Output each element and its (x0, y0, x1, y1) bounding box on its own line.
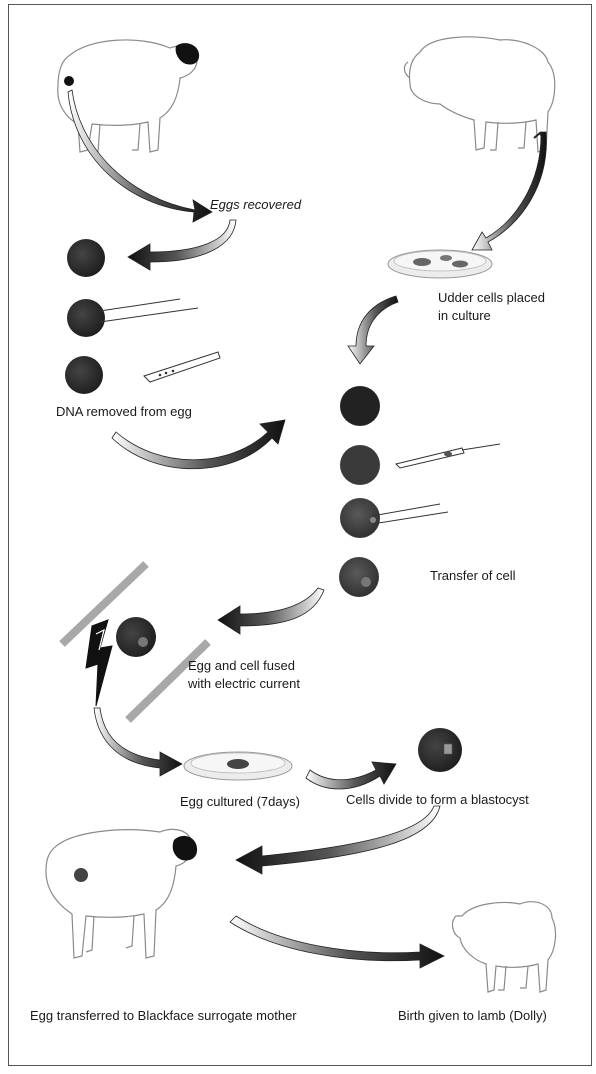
arrow-to-lamb (230, 916, 444, 968)
blackface-sheep-donor (58, 40, 197, 153)
label-birth-dolly: Birth given to lamb (Dolly) (398, 1008, 547, 1024)
label-eggs-recovered: Eggs recovered (210, 197, 301, 213)
arrow-to-blastocyst (306, 762, 396, 789)
finn-dorset-sheep-donor (404, 37, 554, 152)
egg-cell-pipette (67, 299, 105, 337)
arrow-to-egg (128, 220, 236, 270)
label-egg-cultured: Egg cultured (7days) (180, 794, 300, 810)
egg-with-transferred-cell (339, 557, 379, 597)
pipette-icon (100, 299, 180, 311)
arrow-culture-to-egg (348, 296, 398, 364)
label-udder-cells-line2: in culture (438, 308, 491, 324)
sheep-black-face-icon (176, 43, 200, 64)
cell-pipette-icon (396, 448, 464, 468)
blackface-surrogate-sheep (46, 829, 192, 958)
label-udder-cells-line1: Udder cells placed (438, 290, 545, 306)
label-egg-cell-fused-line2: with electric current (188, 676, 300, 692)
surrogate-black-face-icon (173, 836, 197, 861)
recipient-egg-pipette (340, 445, 380, 485)
arrow-to-culture (94, 708, 182, 776)
arrow-to-surrogate (236, 806, 440, 874)
label-transfer-of-cell: Transfer of cell (430, 568, 516, 584)
culture-dish-udder (388, 250, 492, 278)
arrow-eggs-recovered (68, 90, 212, 222)
blastocyst (418, 728, 462, 772)
label-egg-cell-fused-line1: Egg and cell fused (188, 658, 295, 674)
label-egg-transferred: Egg transferred to Blackface surrogate m… (30, 1008, 297, 1024)
lamb-dolly (453, 902, 556, 992)
label-dna-removed: DNA removed from egg (56, 404, 192, 420)
implant-marker-icon (74, 868, 88, 882)
culture-dish-egg (184, 752, 292, 780)
recipient-egg (340, 386, 380, 426)
enucleated-egg (65, 356, 103, 394)
fused-egg (116, 617, 156, 657)
arrow-to-fusion (218, 588, 324, 634)
ovary-marker-icon (64, 76, 74, 86)
arrow-egg-to-transfer (112, 420, 285, 469)
label-cells-divide: Cells divide to form a blastocyst (346, 792, 529, 808)
arrow-udder-to-culture (472, 132, 546, 250)
egg-cell (67, 239, 105, 277)
needle-with-dna-icon (144, 352, 220, 382)
